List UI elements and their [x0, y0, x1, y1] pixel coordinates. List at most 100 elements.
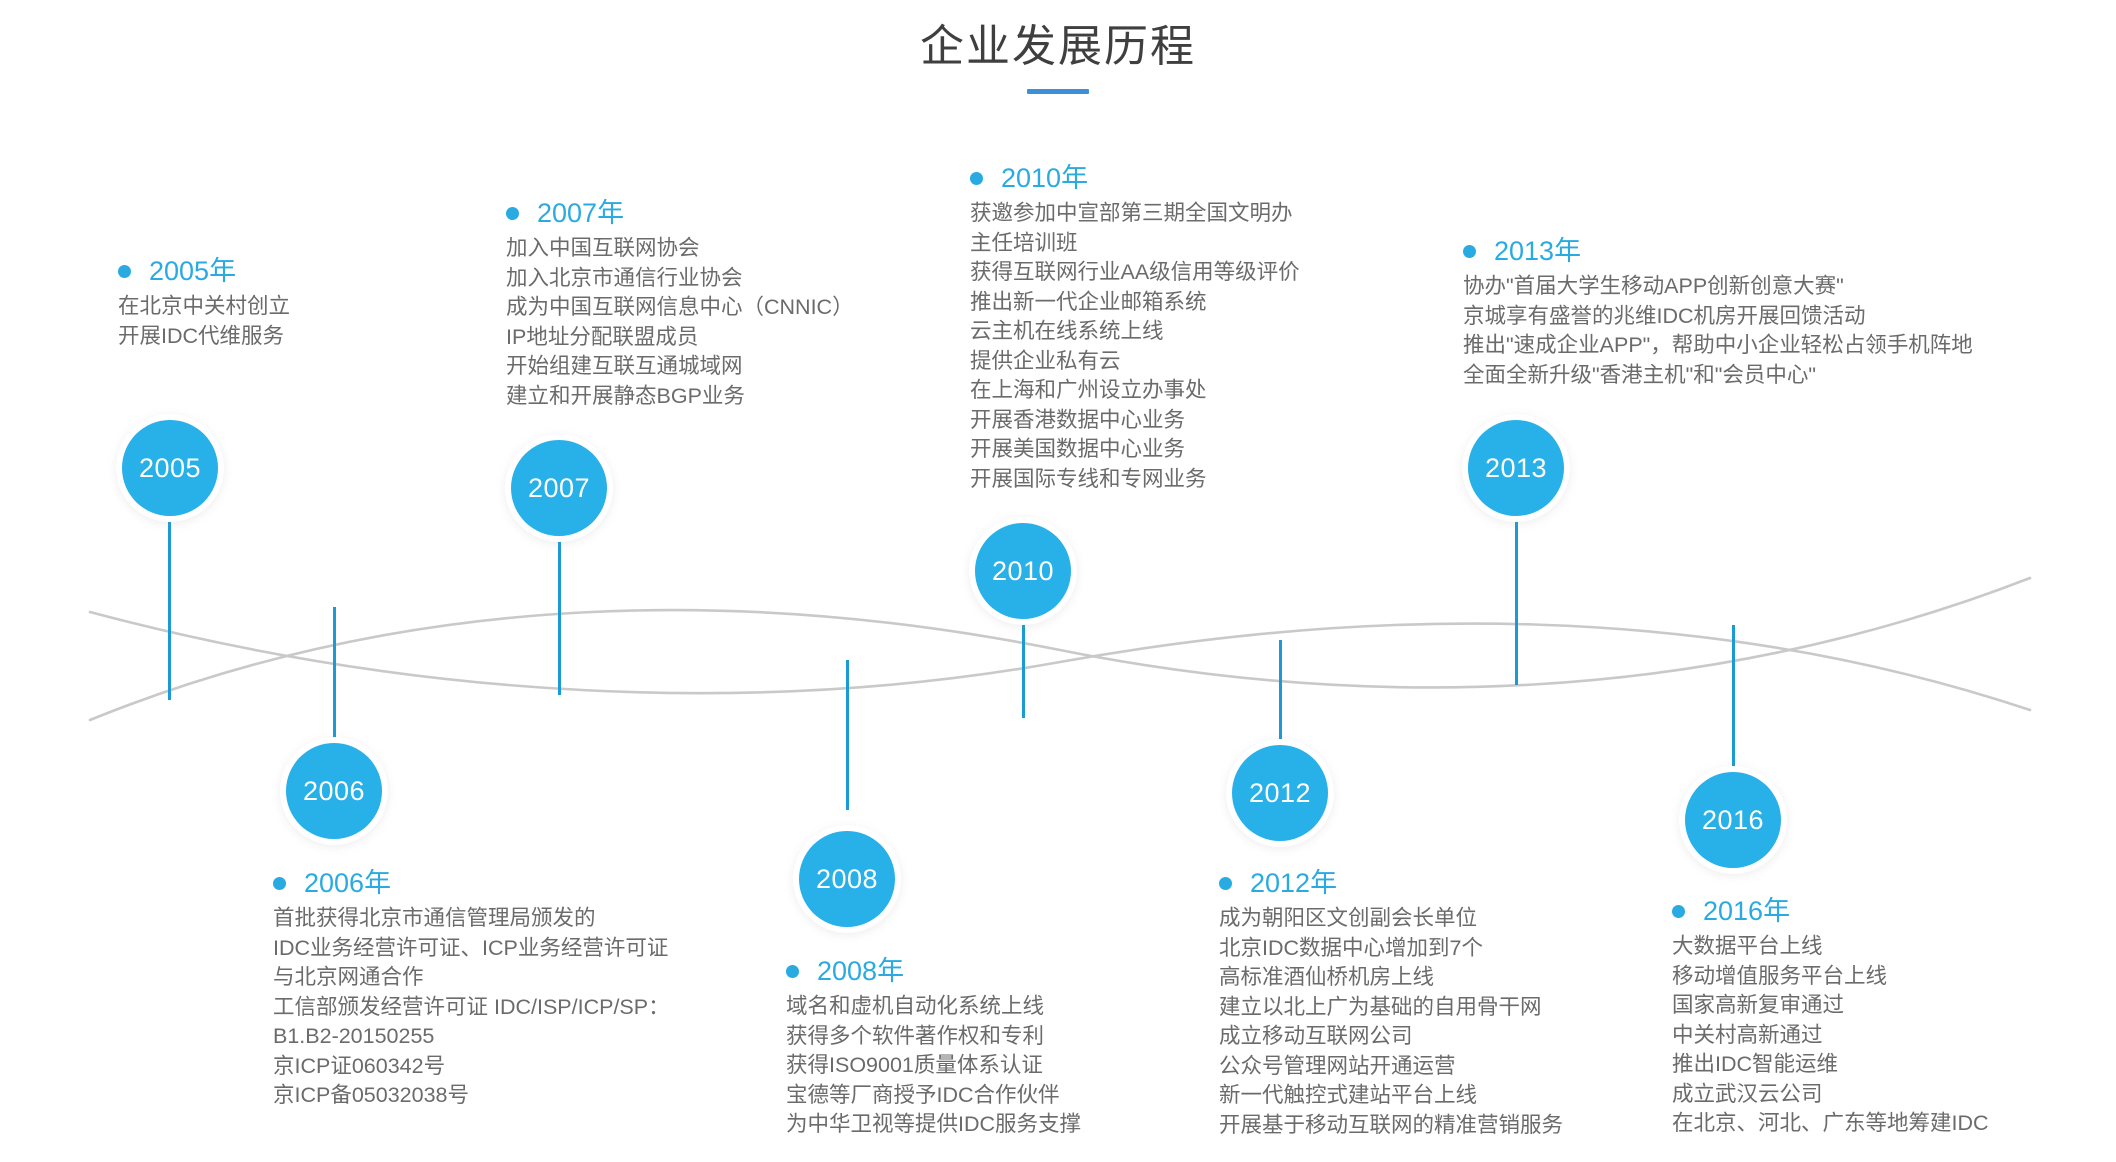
entry-year-label: 2016年: [1703, 896, 1791, 926]
entry-line: 开展美国数据中心业务: [970, 437, 1186, 461]
entry-line: 在北京中关村创立: [118, 294, 291, 318]
entry-line: 宝德等厂商授予IDC合作伙伴: [786, 1082, 1060, 1107]
entry-line: 大数据平台上线: [1672, 934, 1823, 958]
entry-line: 开展国际专线和专网业务: [970, 466, 1207, 491]
page-header: 企业发展历程: [0, 22, 2116, 94]
year-marker-label: 2008: [815, 863, 879, 894]
title-underline: [1027, 88, 1089, 94]
entry-line: 提供企业私有云: [970, 348, 1121, 373]
entry-line: 协办"首届大学生移动APP创新创意大赛": [1463, 274, 1844, 298]
wave-curve-lower: [88, 610, 2032, 712]
entry-year-label: 2012年: [1250, 868, 1338, 898]
bullet-dot-icon: [118, 265, 131, 278]
stem-2007: [558, 535, 561, 695]
year-marker-label: 2013: [1484, 452, 1548, 483]
entry-line: 在北京、河北、广东等地筹建IDC: [1672, 1111, 1989, 1135]
entry-line: 开展香港数据中心业务: [970, 407, 1186, 432]
stem-2006: [333, 607, 336, 747]
year-marker-2008[interactable]: 2008: [799, 831, 895, 927]
entry-line: 高标准酒仙桥机房上线: [1219, 965, 1435, 989]
entry-line: 推出新一代企业邮箱系统: [970, 289, 1207, 314]
stem-2010: [1022, 618, 1025, 718]
entry-lines: 大数据平台上线 移动增值服务平台上线 国家高新复审通过 中关村高新通过 推出ID…: [1672, 932, 1989, 1139]
year-marker-label: 2005: [138, 452, 202, 483]
entry-lines: 在北京中关村创立 开展IDC代维服务: [118, 292, 290, 351]
bullet-dot-icon: [1672, 905, 1685, 918]
entry-2016: 2016年 大数据平台上线 移动增值服务平台上线 国家高新复审通过 中关村高新通…: [1672, 898, 1989, 1139]
entry-year-label: 2007年: [537, 198, 625, 228]
year-marker-label: 2007: [527, 472, 591, 503]
year-marker-2006[interactable]: 2006: [286, 743, 382, 839]
entry-line: 新一代触控式建站平台上线: [1219, 1083, 1478, 1107]
page-title: 企业发展历程: [920, 22, 1196, 71]
entry-line: 成立移动互联网公司: [1219, 1024, 1413, 1048]
entry-line: 移动增值服务平台上线: [1672, 963, 1888, 988]
year-marker-2016[interactable]: 2016: [1685, 772, 1781, 868]
entry-line: 与北京网通合作: [273, 965, 424, 989]
stem-2008: [846, 660, 849, 810]
entry-line: 京ICP证060342号: [273, 1053, 446, 1078]
entry-lines: 获邀参加中宣部第三期全国文明办 主任培训班 获得互联网行业AA级信用等级评价 推…: [970, 199, 1300, 494]
entry-head: 2008年: [786, 958, 1081, 985]
bullet-dot-icon: [1463, 245, 1476, 258]
entry-head: 2013年: [1463, 238, 1973, 265]
entry-line: 国家高新复审通过: [1672, 993, 1845, 1017]
entry-line: 在上海和广州设立办事处: [970, 378, 1207, 402]
entry-line: 获得ISO9001质量体系认证: [786, 1053, 1043, 1077]
year-marker-2010[interactable]: 2010: [975, 523, 1071, 619]
bullet-dot-icon: [273, 877, 286, 890]
bullet-dot-icon: [786, 965, 799, 978]
entry-lines: 协办"首届大学生移动APP创新创意大赛" 京城享有盛誉的兆维IDC机房开展回馈活…: [1463, 272, 1973, 390]
entry-line: 成为朝阳区文创副会长单位: [1219, 906, 1478, 930]
entry-line: 京城享有盛誉的兆维IDC机房开展回馈活动: [1463, 303, 1866, 328]
entry-head: 2007年: [506, 200, 854, 227]
entry-line: 工信部颁发经营许可证 IDC/ISP/ICP/SP：: [273, 994, 670, 1019]
entry-line: 开始组建互联互通城域网: [506, 354, 743, 378]
entry-line: 中关村高新通过: [1672, 1022, 1823, 1047]
entry-2007: 2007年 加入中国互联网协会 加入北京市通信行业协会 成为中国互联网信息中心（…: [506, 200, 854, 411]
entry-line: 推出IDC智能运维: [1672, 1052, 1839, 1076]
entry-line: 成立武汉云公司: [1672, 1081, 1823, 1106]
year-marker-label: 2012: [1248, 777, 1312, 808]
year-marker-2005[interactable]: 2005: [122, 420, 218, 516]
entry-lines: 成为朝阳区文创副会长单位 北京IDC数据中心增加到7个 高标准酒仙桥机房上线 建…: [1219, 904, 1563, 1140]
entry-line: 域名和虚机自动化系统上线: [786, 994, 1045, 1018]
entry-line: 推出"速成企业APP"，帮助中小企业轻松占领手机阵地: [1463, 333, 1973, 357]
entry-lines: 域名和虚机自动化系统上线 获得多个软件著作权和专利 获得ISO9001质量体系认…: [786, 992, 1081, 1140]
entry-line: 主任培训班: [970, 230, 1078, 255]
entry-line: 开展IDC代维服务: [118, 323, 285, 348]
stem-2013: [1515, 515, 1518, 685]
year-marker-2013[interactable]: 2013: [1468, 420, 1564, 516]
stem-2016: [1732, 625, 1735, 775]
entry-line: 获邀参加中宣部第三期全国文明办: [970, 201, 1293, 225]
entry-2010: 2010年 获邀参加中宣部第三期全国文明办 主任培训班 获得互联网行业AA级信用…: [970, 165, 1300, 494]
entry-head: 2010年: [970, 165, 1300, 192]
entry-lines: 加入中国互联网协会 加入北京市通信行业协会 成为中国互联网信息中心（CNNIC）…: [506, 234, 854, 411]
entry-year-label: 2006年: [304, 868, 392, 898]
entry-year-label: 2005年: [149, 256, 237, 286]
entry-line: 加入中国互联网协会: [506, 236, 700, 260]
entry-line: 建立以北上广为基础的自用骨干网: [1219, 994, 1542, 1019]
stem-2005: [168, 515, 171, 700]
bullet-dot-icon: [1219, 877, 1232, 890]
year-marker-label: 2006: [302, 775, 366, 806]
year-marker-label: 2010: [991, 555, 1055, 586]
entry-2006: 2006年 首批获得北京市通信管理局颁发的 IDC业务经营许可证、ICP业务经营…: [273, 870, 670, 1111]
entry-year-label: 2008年: [817, 956, 905, 986]
entry-line: 获得多个软件著作权和专利: [786, 1023, 1045, 1048]
entry-year-label: 2013年: [1494, 236, 1582, 266]
entry-head: 2006年: [273, 870, 670, 897]
entry-year-label: 2010年: [1001, 163, 1089, 193]
entry-line: B1.B2-20150255: [273, 1024, 435, 1048]
entry-2008: 2008年 域名和虚机自动化系统上线 获得多个软件著作权和专利 获得ISO900…: [786, 958, 1081, 1140]
bullet-dot-icon: [506, 207, 519, 220]
entry-line: 京ICP备05032038号: [273, 1083, 469, 1107]
year-marker-2012[interactable]: 2012: [1232, 745, 1328, 841]
entry-line: 云主机在线系统上线: [970, 319, 1164, 343]
year-marker-2007[interactable]: 2007: [511, 440, 607, 536]
entry-head: 2005年: [118, 258, 290, 285]
entry-line: IP地址分配联盟成员: [506, 324, 699, 349]
entry-line: 开展基于移动互联网的精准营销服务: [1219, 1112, 1564, 1137]
entry-2012: 2012年 成为朝阳区文创副会长单位 北京IDC数据中心增加到7个 高标准酒仙桥…: [1219, 870, 1563, 1140]
